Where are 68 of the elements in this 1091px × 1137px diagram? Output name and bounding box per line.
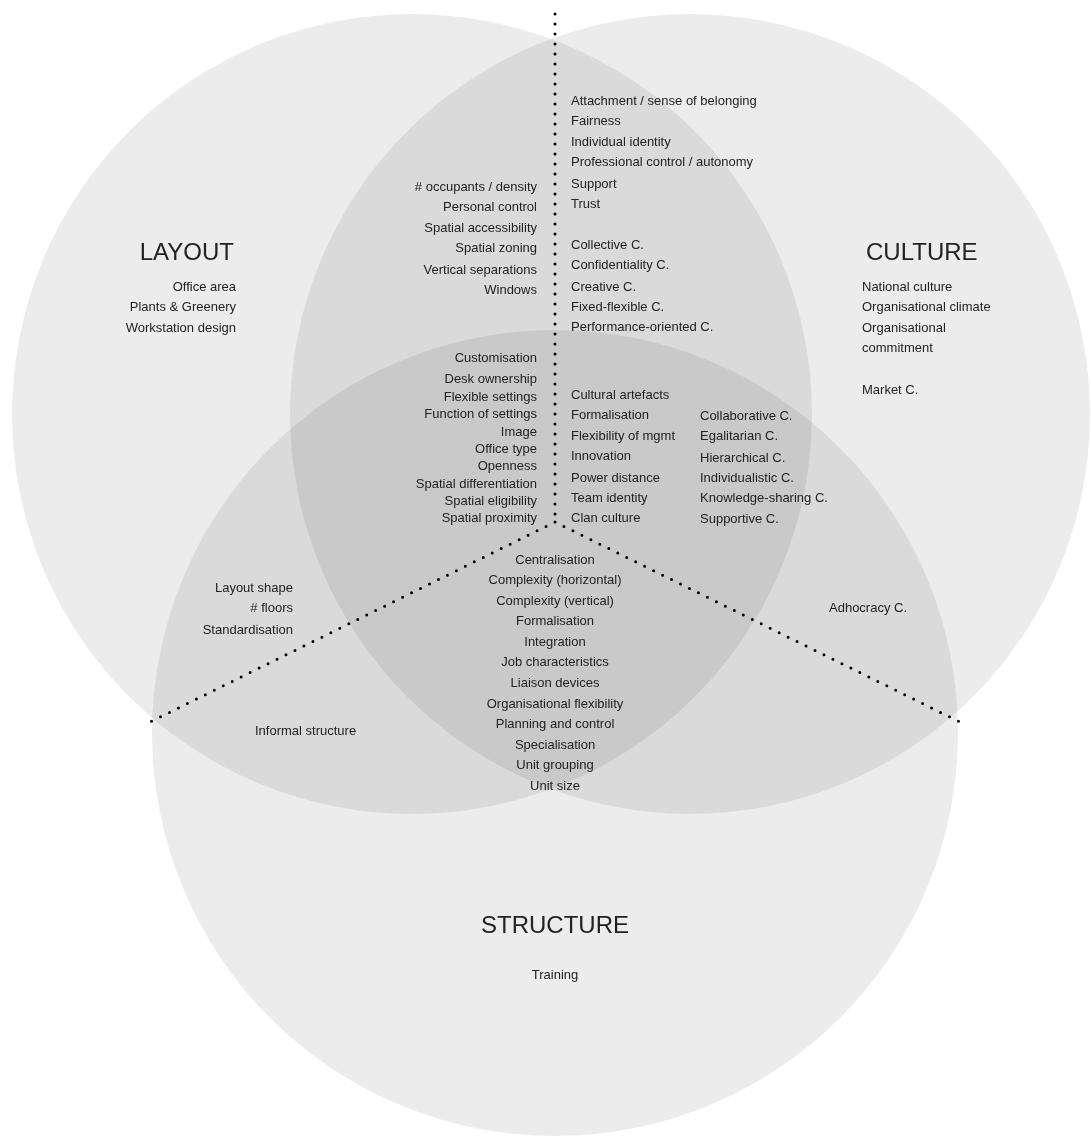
factor-label: Spatial accessibility	[424, 219, 537, 237]
factor-label: # floors	[250, 599, 293, 617]
factor-label: Office type	[475, 440, 537, 458]
factor-label: Training	[531, 965, 579, 984]
factor-label: Power distance	[571, 469, 660, 487]
factor-label: Fixed-flexible C.	[571, 298, 665, 316]
factor-label: Egalitarian C.	[700, 427, 779, 445]
factor-label: # occupants / density	[414, 178, 537, 196]
factor-label: Organisational climate	[862, 297, 991, 316]
factor-label: Plants & Greenery	[129, 297, 236, 316]
factor-label: Hierarchical C.	[700, 449, 786, 467]
factor-label: Spatial differentiation	[415, 475, 537, 493]
factor-label: Image	[500, 423, 537, 441]
factor-label: Function of settings	[424, 405, 537, 423]
factor-label: Performance-oriented C.	[571, 318, 714, 336]
factor-label: Organisational commitment	[862, 318, 947, 357]
factor-label: Vertical separations	[423, 261, 537, 279]
factor-label: Standardisation	[202, 621, 293, 639]
factor-label: Informal structure	[255, 722, 357, 740]
factor-label: Collaborative C.	[700, 407, 793, 425]
factor-label: Layout shape	[214, 579, 293, 597]
factor-label: Office area	[172, 277, 236, 296]
factor-label: Supportive C.	[700, 510, 779, 528]
factor-label: Professional control / autonomy	[571, 153, 754, 171]
factor-label: Fairness	[571, 112, 621, 130]
factor-label: Spatial zoning	[455, 239, 537, 257]
factor-label: Flexibility of mgmt	[571, 427, 676, 445]
factor-label: Cultural artefacts	[571, 386, 670, 404]
factor-label: Centralisation	[515, 551, 595, 569]
factor-label: Individualistic C.	[700, 469, 794, 487]
factor-label: Clan culture	[571, 509, 641, 527]
factor-label: Planning and control	[495, 715, 615, 733]
factor-label: Liaison devices	[510, 674, 600, 692]
factor-label: Spatial proximity	[441, 509, 537, 527]
factor-label: Organisational flexibility	[486, 695, 624, 713]
factor-label: Flexible settings	[443, 388, 537, 406]
factor-label: Formalisation	[571, 406, 650, 424]
circle-heading: STRUCTURE	[481, 910, 629, 941]
factor-label: Team identity	[571, 489, 648, 507]
factor-label: Unit grouping	[516, 756, 594, 774]
factor-label: Specialisation	[514, 736, 596, 754]
factor-label: Adhocracy C.	[829, 599, 908, 617]
factor-label: Formalisation	[516, 612, 594, 630]
factor-label: Creative C.	[571, 278, 637, 296]
factor-label: Customisation	[454, 349, 537, 367]
factor-label: Support	[571, 175, 617, 193]
factor-label: Market C.	[862, 380, 919, 399]
factor-label: Desk ownership	[444, 370, 537, 388]
factor-label: Confidentiality C.	[571, 256, 670, 274]
factor-label: Collective C.	[571, 236, 644, 254]
factor-label: Individual identity	[571, 133, 671, 151]
factor-label: Spatial eligibility	[444, 492, 537, 510]
factor-label: Windows	[484, 281, 537, 299]
circle-heading: CULTURE	[866, 237, 978, 268]
factor-label: Complexity (vertical)	[496, 592, 614, 610]
factor-label: Personal control	[443, 198, 537, 216]
factor-label: National culture	[862, 277, 953, 296]
factor-label: Trust	[571, 195, 601, 213]
circle-heading: LAYOUT	[139, 237, 234, 268]
factor-label: Knowledge-sharing C.	[700, 489, 828, 507]
factor-label: Unit size	[530, 777, 580, 795]
factor-label: Integration	[524, 633, 586, 651]
factor-label: Complexity (horizontal)	[488, 571, 622, 589]
factor-label: Attachment / sense of belonging	[571, 92, 757, 110]
factor-label: Workstation design	[125, 318, 236, 337]
factor-label: Job characteristics	[501, 653, 609, 671]
factor-label: Openness	[477, 457, 537, 475]
factor-label: Innovation	[571, 447, 631, 465]
